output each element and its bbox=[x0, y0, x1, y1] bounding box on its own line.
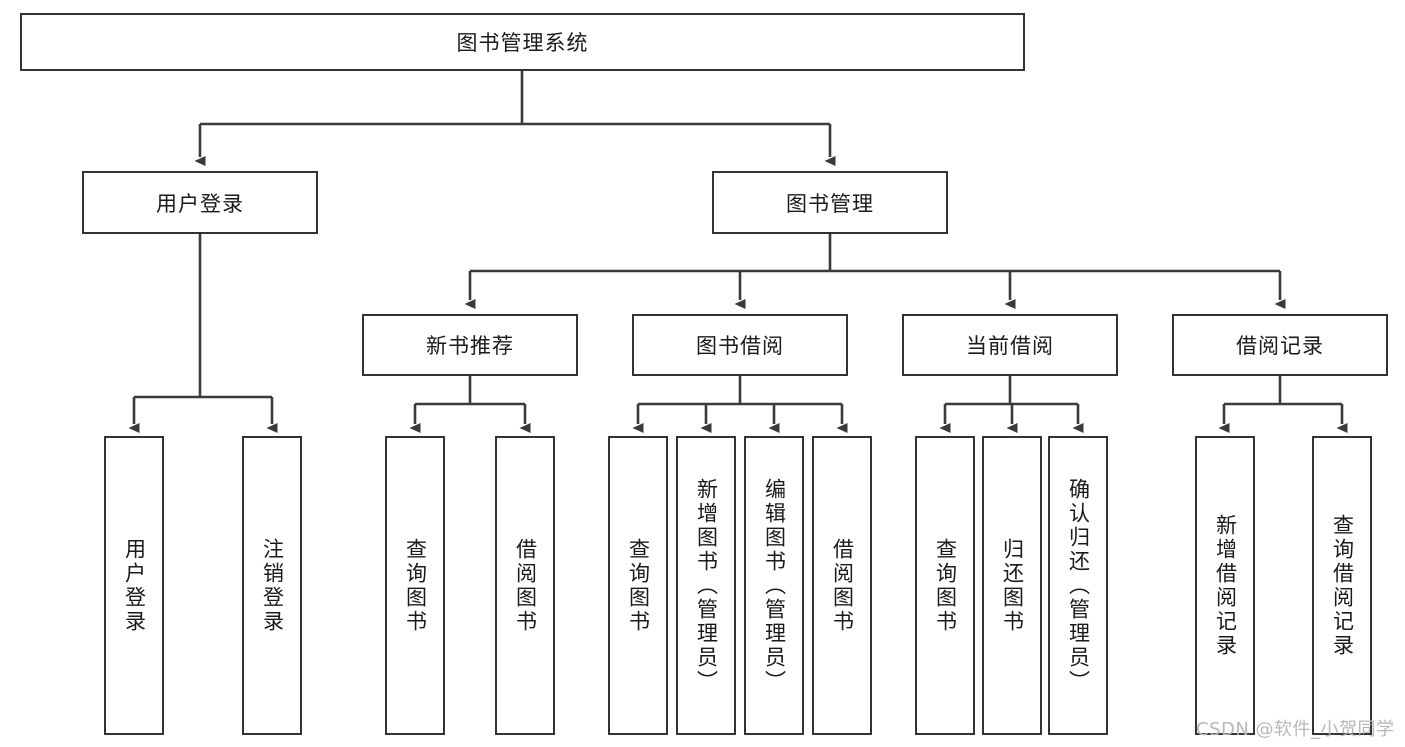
leaf-user-login-label: 用户登录 bbox=[122, 537, 147, 634]
node-user-login[interactable]: 用户登录 bbox=[82, 171, 318, 234]
node-book-management[interactable]: 图书管理 bbox=[712, 171, 948, 234]
leaf-user-login[interactable]: 用户登录 bbox=[104, 436, 164, 735]
leaf-query-record-label: 查询借阅记录 bbox=[1330, 513, 1355, 658]
node-root[interactable]: 图书管理系统 bbox=[20, 13, 1025, 71]
leaf-query-book-3[interactable]: 查询图书 bbox=[915, 436, 975, 735]
node-new-book-recommend[interactable]: 新书推荐 bbox=[362, 314, 578, 376]
node-root-label: 图书管理系统 bbox=[456, 31, 589, 55]
node-borrow-record-label: 借阅记录 bbox=[1236, 334, 1324, 358]
node-user-login-label: 用户登录 bbox=[156, 191, 244, 216]
leaf-edit-book[interactable]: 编辑图书（管理员） bbox=[744, 436, 804, 735]
leaf-add-record-label: 新增借阅记录 bbox=[1213, 513, 1238, 658]
node-current-borrow[interactable]: 当前借阅 bbox=[902, 314, 1118, 376]
node-book-borrow-label: 图书借阅 bbox=[696, 334, 784, 358]
node-current-borrow-label: 当前借阅 bbox=[966, 334, 1054, 358]
leaf-query-book-1-label: 查询图书 bbox=[403, 537, 428, 634]
leaf-borrow-book-2[interactable]: 借阅图书 bbox=[812, 436, 872, 735]
leaf-borrow-book-2-label: 借阅图书 bbox=[830, 537, 855, 634]
node-book-borrow[interactable]: 图书借阅 bbox=[632, 314, 848, 376]
leaf-add-record[interactable]: 新增借阅记录 bbox=[1195, 436, 1255, 735]
leaf-query-book-1[interactable]: 查询图书 bbox=[385, 436, 445, 735]
node-new-book-recommend-label: 新书推荐 bbox=[426, 334, 514, 358]
leaf-logout-login-label: 注销登录 bbox=[260, 537, 285, 634]
leaf-query-book-3-label: 查询图书 bbox=[933, 537, 958, 634]
leaf-return-book[interactable]: 归还图书 bbox=[982, 436, 1042, 735]
leaf-edit-book-label: 编辑图书（管理员） bbox=[762, 477, 787, 694]
node-book-management-label: 图书管理 bbox=[786, 191, 874, 216]
leaf-confirm-return-label: 确认归还（管理员） bbox=[1066, 477, 1091, 694]
leaf-logout-login[interactable]: 注销登录 bbox=[242, 436, 302, 735]
leaf-borrow-book-1-label: 借阅图书 bbox=[513, 537, 538, 634]
leaf-query-record[interactable]: 查询借阅记录 bbox=[1312, 436, 1372, 735]
leaf-add-book-label: 新增图书（管理员） bbox=[694, 477, 719, 694]
leaf-query-book-2[interactable]: 查询图书 bbox=[608, 436, 668, 735]
node-borrow-record[interactable]: 借阅记录 bbox=[1172, 314, 1388, 376]
leaf-borrow-book-1[interactable]: 借阅图书 bbox=[495, 436, 555, 735]
leaf-confirm-return[interactable]: 确认归还（管理员） bbox=[1048, 436, 1108, 735]
leaf-add-book[interactable]: 新增图书（管理员） bbox=[676, 436, 736, 735]
leaf-return-book-label: 归还图书 bbox=[1000, 537, 1025, 634]
leaf-query-book-2-label: 查询图书 bbox=[626, 537, 651, 634]
